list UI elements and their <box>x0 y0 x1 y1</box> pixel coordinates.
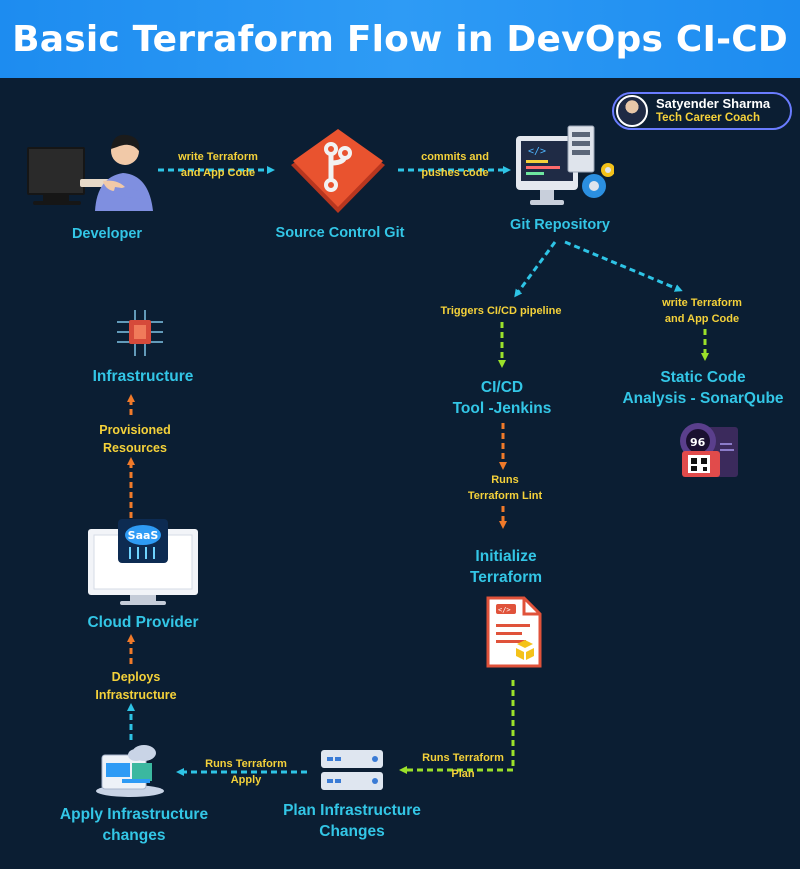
edge-label-lint: Runs Terraform Lint <box>467 474 543 502</box>
sonarqube-icon: 96 <box>680 423 738 477</box>
saas-text: SaaS <box>128 529 159 542</box>
author-badge: Satyender Sharma Tech Career Coach <box>612 92 792 130</box>
page-title: Basic Terraform Flow in DevOps CI-CD <box>12 18 788 60</box>
plan-label: Plan Infrastructure Changes <box>283 802 421 840</box>
edge-label-apply: Runs Terraform Apply <box>205 758 287 786</box>
cloud-provider-icon: SaaS <box>88 519 198 605</box>
git-repository-label: Git Repository <box>510 217 610 233</box>
initialize-terraform-label: Initialize Terraform <box>469 548 543 586</box>
svg-text:</>: </> <box>528 146 546 157</box>
title-banner: Basic Terraform Flow in DevOps CI-CD <box>0 0 800 78</box>
infrastructure-label: Infrastructure <box>92 368 194 385</box>
server-icon <box>321 750 383 790</box>
apply-changes-icon <box>96 745 164 797</box>
arrow-repo-to-cicd <box>514 241 557 298</box>
avatar <box>616 95 648 127</box>
edge-label-dev-git: write Terraform and App Code <box>178 151 258 179</box>
git-icon <box>291 129 385 213</box>
author-name: Satyender Sharma <box>656 96 771 111</box>
edge-label-deploy: Deploys Infrastructure <box>95 670 177 702</box>
arrow-repo-to-static <box>564 240 683 292</box>
source-control-label: Source Control Git <box>275 225 405 241</box>
cicd-tool-label: CI/CD Tool -Jenkins <box>452 379 552 417</box>
edge-label-git-repo: commits and pushes code <box>421 151 489 179</box>
chip-icon <box>117 310 163 356</box>
edge-label-trigger: Triggers CI/CD pipeline <box>440 305 562 317</box>
svg-text:96: 96 <box>690 436 706 449</box>
developer-label: Developer <box>71 226 143 242</box>
author-role: Tech Career Coach <box>656 112 760 124</box>
repository-icon: </> <box>516 125 614 205</box>
terraform-file-icon: </> <box>486 596 542 668</box>
developer-icon <box>27 134 153 211</box>
edge-label-plan: Runs Terraform Plan <box>422 752 504 780</box>
edge-label-repo-static: write Terraform and App Code <box>662 297 742 325</box>
cloud-provider-label: Cloud Provider <box>87 614 199 631</box>
static-analysis-label: Static Code Analysis - SonarQube <box>622 369 784 407</box>
apply-label: Apply Infrastructure changes <box>59 806 209 844</box>
edge-label-provision: Provisioned Resources <box>99 423 171 455</box>
arrow-init-to-plan <box>399 680 515 774</box>
svg-text:</>: </> <box>498 606 511 614</box>
